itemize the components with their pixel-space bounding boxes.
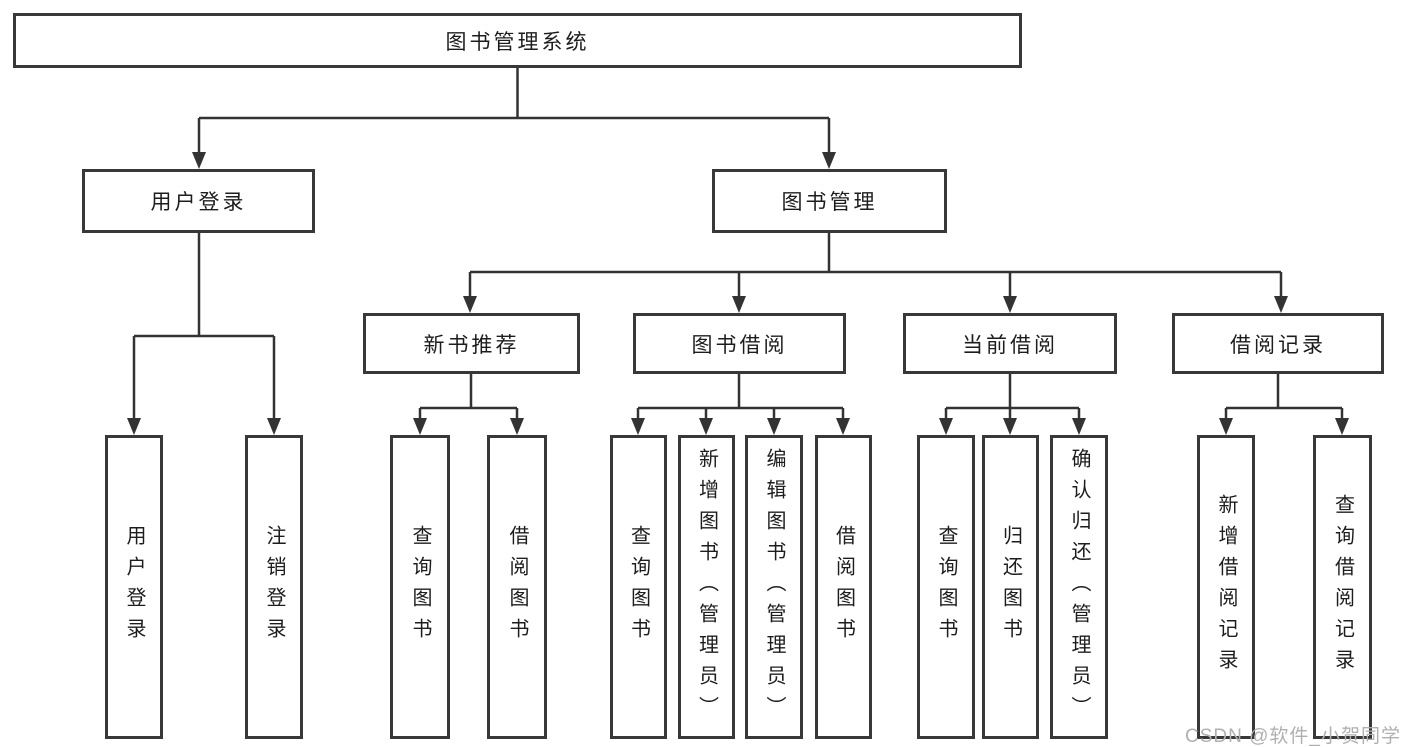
leaf-query-borrow-record: 查询借阅记录 <box>1313 435 1372 739</box>
leaf-edit-books-admin-label: 编辑图书（管理员） <box>763 447 785 727</box>
leaf-query-borrow-record-label: 查询借阅记录 <box>1331 494 1354 680</box>
node-root: 图书管理系统 <box>13 13 1022 68</box>
leaf-return-books: 归还图书 <box>982 435 1039 739</box>
node-new-book-recommend: 新书推荐 <box>363 313 580 374</box>
leaf-confirm-return-admin-label: 确认归还（管理员） <box>1068 447 1090 727</box>
leaf-borrow-books-recommend-label: 借阅图书 <box>506 525 528 649</box>
node-book-management: 图书管理 <box>712 169 947 233</box>
leaf-borrow-books-recommend: 借阅图书 <box>487 435 547 739</box>
leaf-query-books-borrow: 查询图书 <box>610 435 667 739</box>
node-user-login: 用户登录 <box>82 169 315 233</box>
node-current-borrow: 当前借阅 <box>903 313 1117 374</box>
leaf-query-books-current: 查询图书 <box>917 435 975 739</box>
leaf-query-books-current-label: 查询图书 <box>935 525 957 649</box>
leaf-logout-label: 注销登录 <box>263 525 285 649</box>
node-book-borrow: 图书借阅 <box>633 313 846 374</box>
leaf-borrow-books: 借阅图书 <box>815 435 872 739</box>
leaf-add-books-admin: 新增图书（管理员） <box>678 435 735 739</box>
leaf-add-books-admin-label: 新增图书（管理员） <box>695 447 718 727</box>
leaf-borrow-books-label: 借阅图书 <box>832 525 855 649</box>
leaf-query-books-recommend-label: 查询图书 <box>409 525 431 649</box>
leaf-query-books-borrow-label: 查询图书 <box>627 525 650 649</box>
node-borrow-record: 借阅记录 <box>1172 313 1384 374</box>
leaf-add-borrow-record-label: 新增借阅记录 <box>1215 494 1237 680</box>
leaf-logout: 注销登录 <box>245 435 303 739</box>
leaf-return-books-label: 归还图书 <box>999 525 1022 649</box>
leaf-edit-books-admin: 编辑图书（管理员） <box>745 435 803 739</box>
leaf-confirm-return-admin: 确认归还（管理员） <box>1050 435 1108 739</box>
csdn-watermark: CSDN @软件_小贺同学 <box>1185 726 1401 747</box>
leaf-query-books-recommend: 查询图书 <box>390 435 450 739</box>
leaf-user-login: 用户登录 <box>105 435 163 739</box>
leaf-user-login-label: 用户登录 <box>123 525 145 649</box>
leaf-add-borrow-record: 新增借阅记录 <box>1197 435 1255 739</box>
